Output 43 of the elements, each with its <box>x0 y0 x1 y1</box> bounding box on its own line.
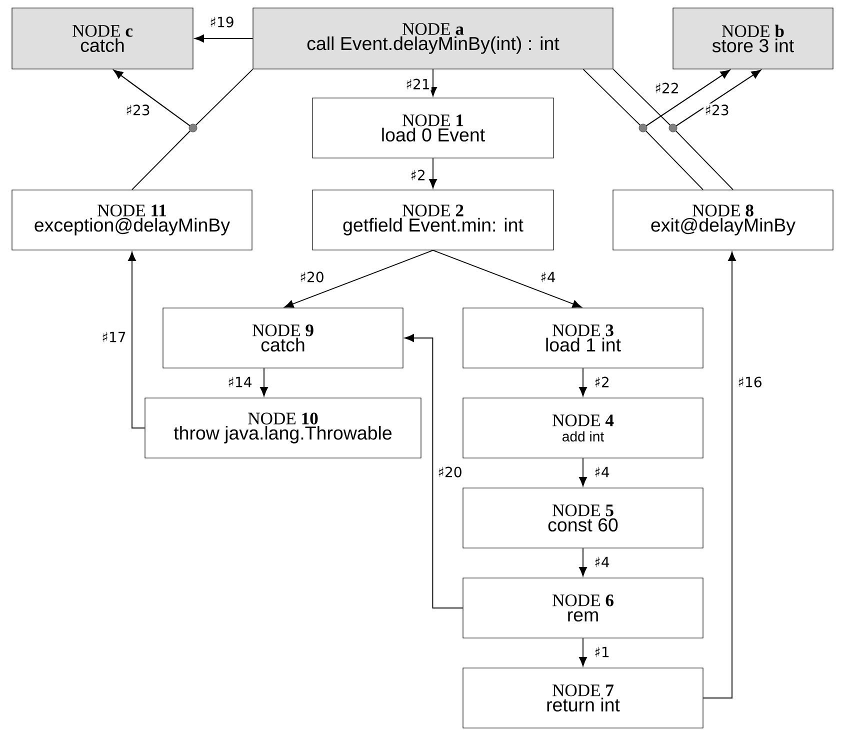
edge-label: ♯1 <box>592 646 612 658</box>
edge-label: ♯19 <box>208 16 236 28</box>
arrow <box>702 252 736 698</box>
node-box: NODE 9 catch <box>162 308 404 368</box>
edge-label: ♯23 <box>124 104 152 116</box>
node-box: NODE 8 exit@delayMinBy <box>612 190 834 250</box>
arrow <box>579 638 587 666</box>
edge-label: ♯4 <box>592 556 612 568</box>
edge-label: ♯17 <box>100 330 128 344</box>
edge-label: ♯4 <box>538 270 558 284</box>
node-box: NODE 11 exception@delayMinBy <box>12 190 252 250</box>
node-box: NODE 6 rem <box>462 578 704 638</box>
edge-label: ♯16 <box>736 376 764 388</box>
node-box: NODE 2 getfield Event.min: int <box>312 190 554 250</box>
node-box: NODE 1 load 0 Event <box>312 98 554 158</box>
edge-label: ♯20 <box>298 270 326 284</box>
arrow <box>284 250 434 308</box>
node-box: NODE 5 const 60 <box>462 488 704 548</box>
node-box: NODE 4 add int <box>462 398 704 458</box>
arrow <box>260 368 268 396</box>
arrow <box>579 548 587 576</box>
node-box: NODE 7 return int <box>462 668 704 728</box>
arrow <box>429 158 437 188</box>
arrow <box>404 334 464 608</box>
edge-label: ♯23 <box>704 104 731 116</box>
node-box: NODE b store 3 int <box>672 8 834 70</box>
arrow <box>128 252 146 428</box>
arrow <box>429 68 437 96</box>
edge-label: ♯2 <box>408 168 428 182</box>
edge-label: ♯4 <box>592 466 612 478</box>
arrow <box>579 458 587 486</box>
edge-label: ♯14 <box>226 376 254 388</box>
edge-label: ♯22 <box>654 82 681 94</box>
node-box: NODE c catch <box>12 8 194 70</box>
node-box: NODE a call Event.delayMinBy(int) : int <box>252 8 614 70</box>
edge-label: ♯2 <box>592 376 612 388</box>
arrow <box>432 250 582 308</box>
arrow <box>194 34 254 42</box>
edge-label: ♯21 <box>404 78 432 90</box>
node-box: NODE 10 throw java.lang.Throwable <box>144 398 422 458</box>
node-box: NODE 3 load 1 int <box>462 308 704 368</box>
edge-label: ♯20 <box>436 466 464 478</box>
arrow <box>579 368 587 396</box>
